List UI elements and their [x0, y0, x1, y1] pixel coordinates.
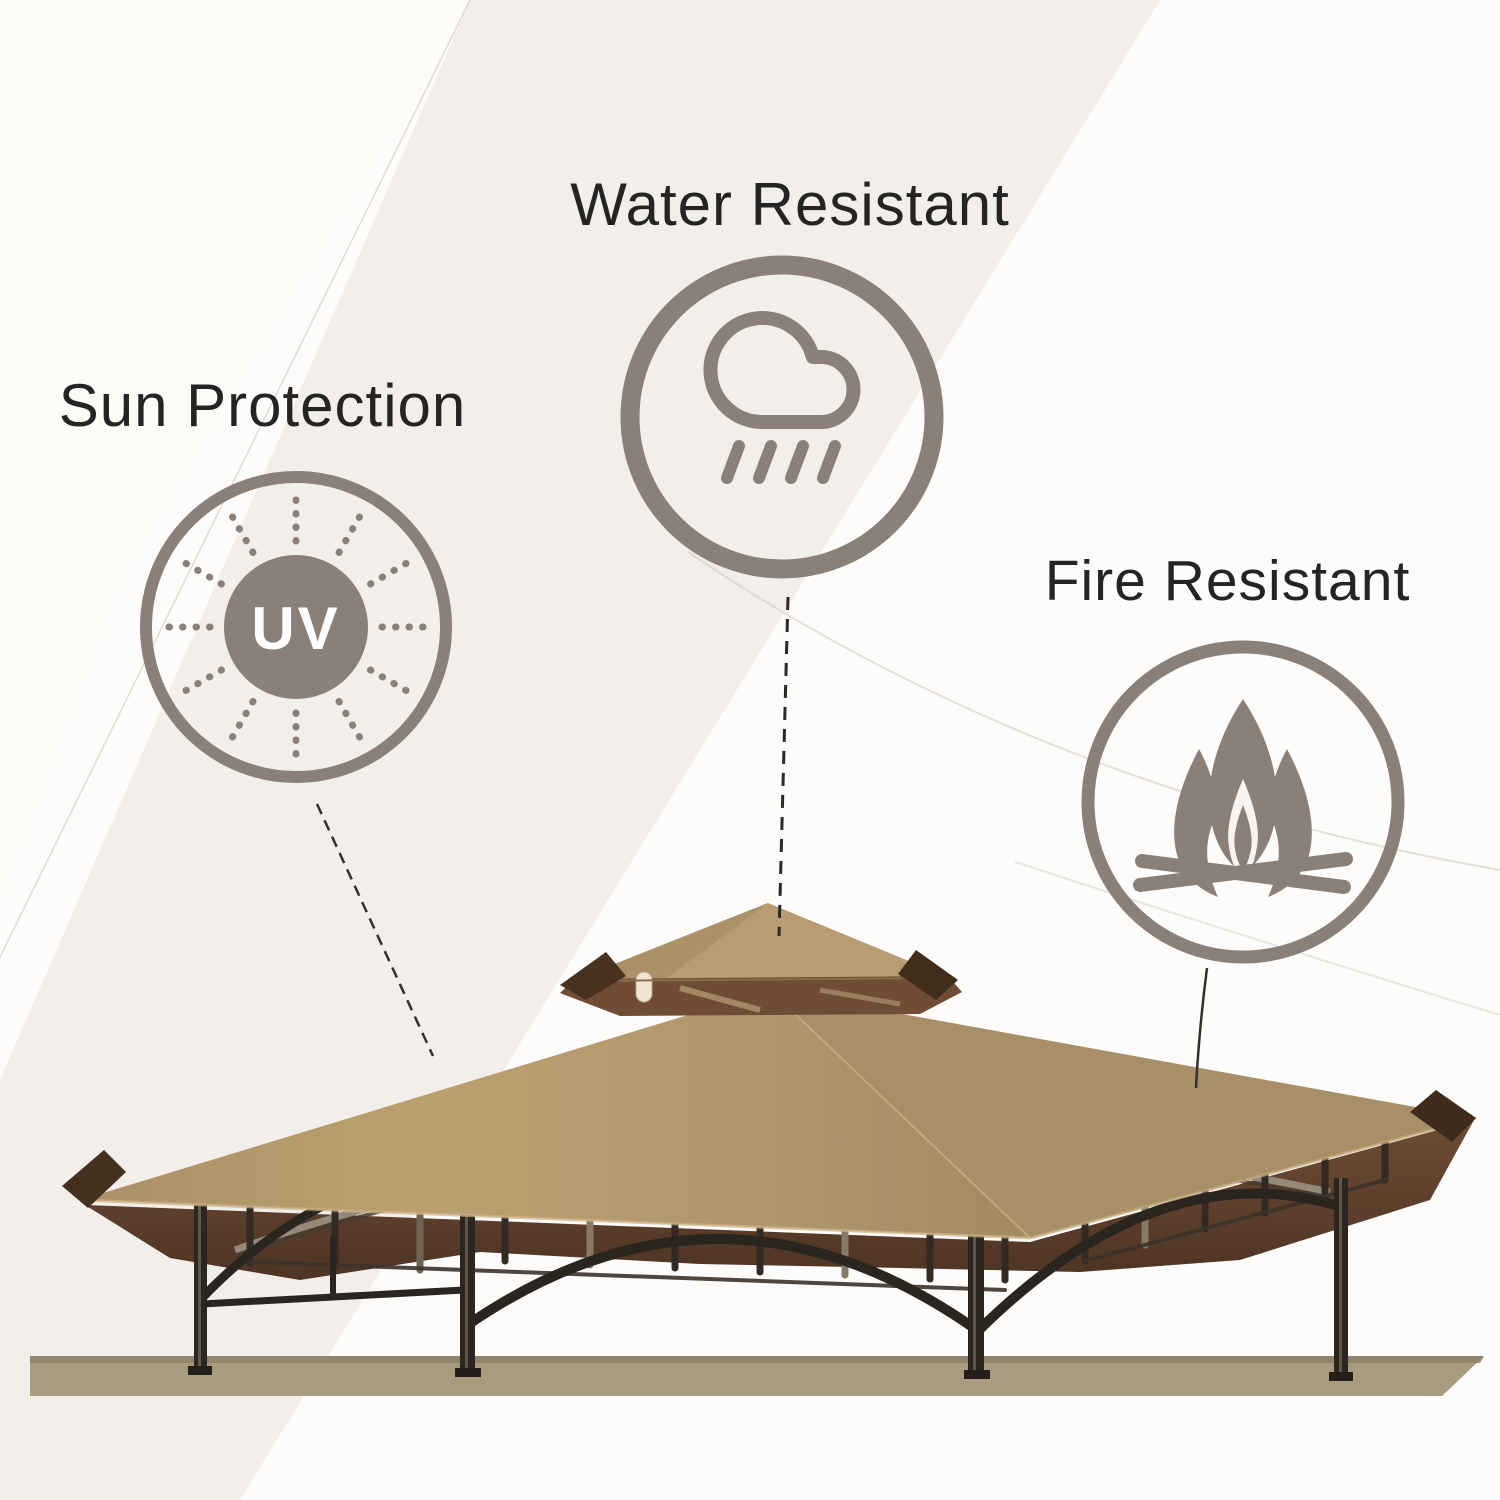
- background-band: [0, 0, 1160, 1500]
- rain-drops: [721, 440, 841, 484]
- feature-label-sun-protection: Sun Protection: [58, 372, 467, 439]
- background-arc-2: [1014, 861, 1500, 1016]
- callout-line-fire: [1194, 967, 1209, 1089]
- background-line: [0, 0, 471, 959]
- ground-strip: [30, 1356, 1484, 1396]
- uv-sun-icon: UV: [140, 471, 452, 783]
- background-wedge: [0, 0, 470, 900]
- canopy-top-tier: [560, 903, 962, 1016]
- eave-flap-right: [1410, 1090, 1476, 1142]
- top-flap-left: [560, 952, 626, 1000]
- campfire-icon: [1081, 640, 1405, 964]
- uv-badge: UV: [251, 595, 340, 662]
- feature-label-fire-resistant: Fire Resistant: [1044, 549, 1411, 613]
- feature-label-water-resistant: Water Resistant: [570, 171, 1010, 238]
- callout-line-sun: [315, 803, 435, 1057]
- top-tier-band: [560, 976, 962, 1016]
- logs: [1133, 852, 1353, 894]
- canopy-underside: [85, 1120, 1474, 1280]
- canopy-main: [62, 989, 1477, 1240]
- top-tier-vent: [635, 971, 653, 1003]
- uv-sun-disc: [224, 555, 368, 699]
- eave-flap-left: [62, 1150, 126, 1208]
- callout-line-water: [777, 596, 790, 937]
- background-arc-1: [687, 551, 1500, 871]
- top-flap-right: [898, 950, 958, 1000]
- callout-lines: [315, 596, 1209, 1089]
- rain-cloud-icon: [620, 255, 944, 579]
